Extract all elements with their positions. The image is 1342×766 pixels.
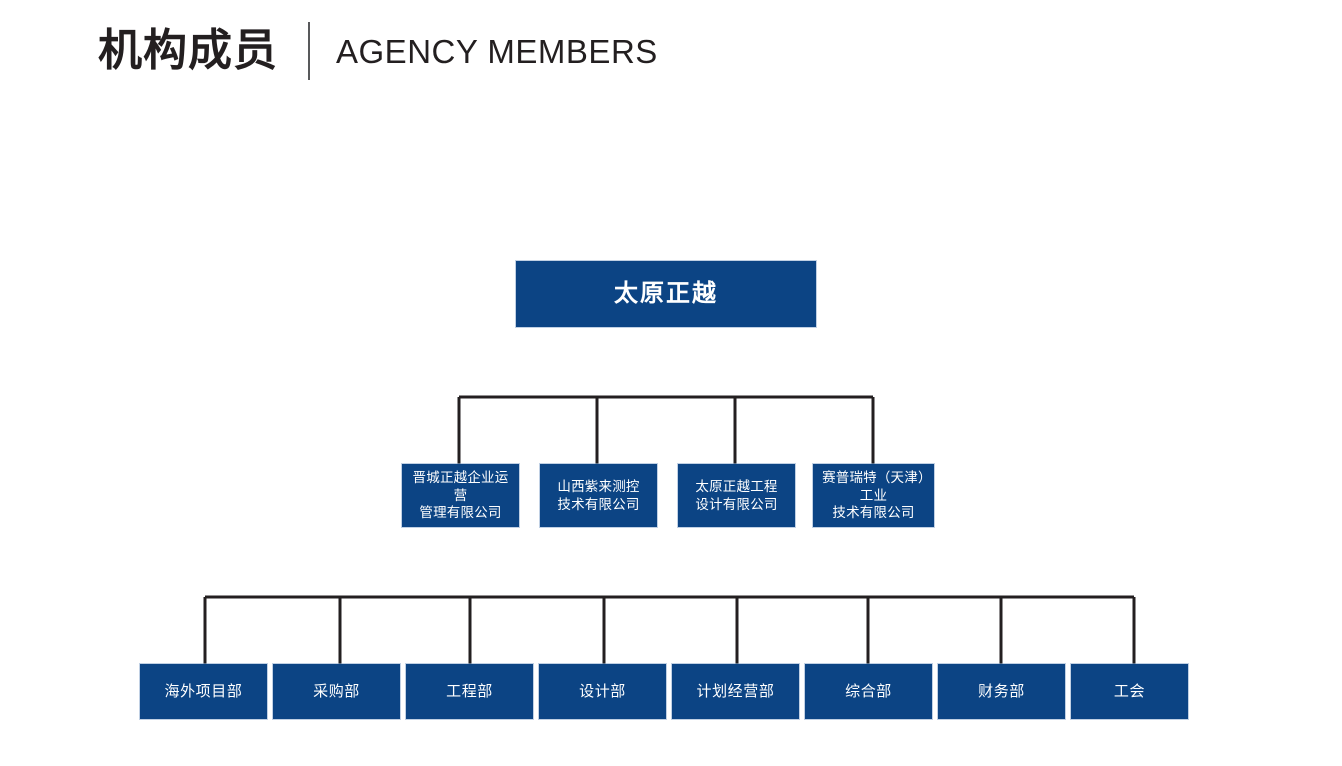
org-node-subsidiary-sub1[interactable]: 晋城正越企业运营管理有限公司 [402,464,519,527]
org-node-root-root[interactable]: 太原正越 [516,261,816,327]
page-title-cn: 机构成员 [98,26,278,75]
node-label: 赛普瑞特（天津）工业技术有限公司 [822,469,925,521]
node-label: 太原正越工程设计有限公司 [695,478,778,512]
org-node-department-dept6[interactable]: 综合部 [805,664,932,719]
org-node-subsidiary-sub2[interactable]: 山西紫来测控技术有限公司 [540,464,657,527]
page-title-en: AGENCY MEMBERS [336,32,658,70]
node-label: 工会 [1113,682,1146,700]
title-divider [308,22,310,80]
page-header: 机构成员 AGENCY MEMBERS [98,18,658,84]
org-node-subsidiary-sub3[interactable]: 太原正越工程设计有限公司 [678,464,795,527]
node-label: 设计部 [579,682,626,700]
node-label: 财务部 [978,682,1025,700]
org-node-department-dept2[interactable]: 采购部 [273,664,400,719]
org-node-subsidiary-sub4[interactable]: 赛普瑞特（天津）工业技术有限公司 [813,464,934,527]
node-label: 太原正越 [614,280,718,308]
org-node-department-dept4[interactable]: 设计部 [539,664,666,719]
org-node-department-dept8[interactable]: 工会 [1071,664,1188,719]
org-node-department-dept5[interactable]: 计划经营部 [672,664,799,719]
org-node-department-dept7[interactable]: 财务部 [938,664,1065,719]
node-label: 采购部 [313,682,360,700]
node-label: 海外项目部 [164,682,243,700]
node-label: 计划经营部 [696,682,775,700]
node-label: 山西紫来测控技术有限公司 [557,478,640,512]
node-label: 工程部 [446,682,493,700]
org-node-department-dept1[interactable]: 海外项目部 [140,664,267,719]
org-node-department-dept3[interactable]: 工程部 [406,664,533,719]
node-label: 综合部 [845,682,892,700]
node-label: 晋城正越企业运营管理有限公司 [412,469,509,521]
